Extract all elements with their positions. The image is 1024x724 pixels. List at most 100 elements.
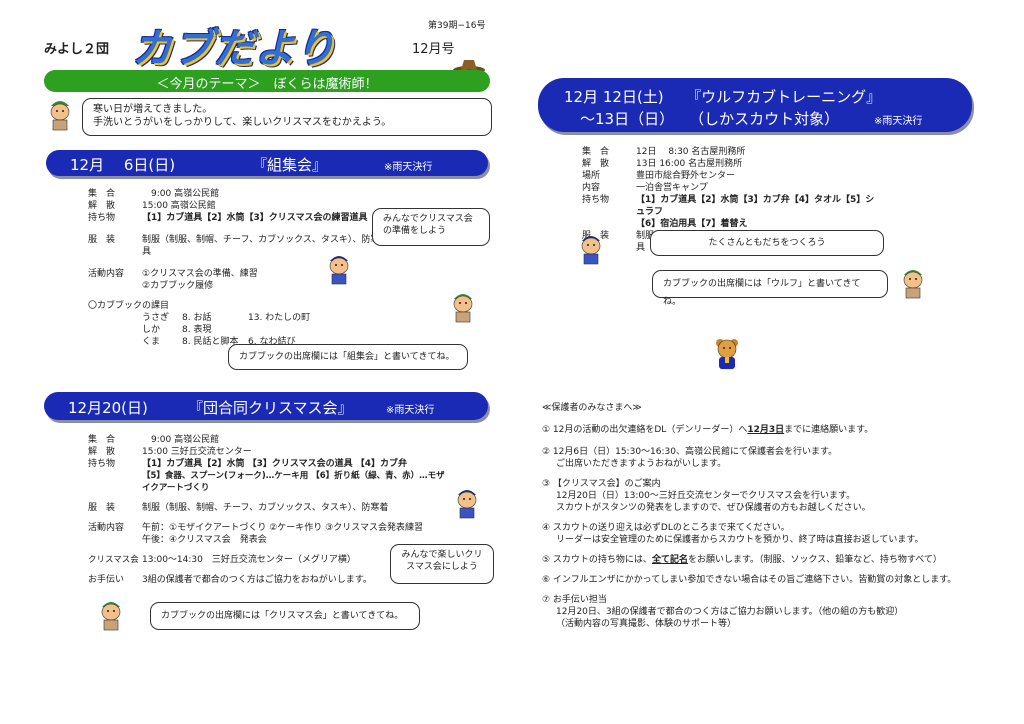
event2-note: カブブックの出席欄には「クリスマス会」と書いてきてね。	[150, 602, 420, 630]
event1-label: 活動内容	[88, 269, 125, 279]
event3-label: 内容	[582, 183, 601, 193]
event1-value: ①クリスマス会の準備、練習	[142, 269, 258, 279]
scout-mascot-icon	[50, 101, 70, 131]
note-3-sub: 12月20日（日）13:00〜三好丘交流センターでクリスマス会を行います。	[556, 491, 856, 501]
event3-value: 12日 8:30 名古屋刑務所	[636, 147, 746, 157]
event1-bubble: みんなでクリスマス会の準備をしよう	[372, 208, 490, 246]
event2-title: 『団合同クリスマス会』	[188, 399, 353, 417]
event1-label: 解 散	[88, 201, 116, 211]
event1-value: 15:00 高嶺公民館	[142, 201, 216, 211]
event2-value: 午後：④クリスマス会 発表会	[142, 535, 267, 545]
scout-mascot-icon	[101, 602, 121, 631]
event1-value: 【1】カブ道具【2】水筒【3】クリスマス会の練習道具	[142, 213, 368, 223]
event2-label: 服 装	[88, 503, 116, 513]
bear-mascot-icon	[716, 339, 738, 369]
event2-label: 集 合	[88, 435, 116, 445]
event2-label: お手伝い	[88, 575, 125, 585]
issue-month: 12月号	[412, 42, 455, 57]
event3-bubble-1: たくさんともだちをつくろう	[650, 230, 884, 256]
note-2: ② 12月6日（日）15:30〜16:30、高嶺公民館にて保護者会を行います。	[542, 447, 838, 457]
badge-item: 8. 表現	[182, 325, 212, 335]
event2-value: 3組の保護者で都合のつく方はご協力をおねがいします。	[142, 575, 372, 585]
badge-rank: しか	[142, 325, 161, 335]
intro-line-2: 手洗いとうがいをしっかりして、楽しいクリスマスをむかえよう。	[93, 117, 392, 128]
note-4-sub: リーダーは安全管理のために保護者からスカウトを預かり、終了時は直接お返しています…	[556, 535, 924, 545]
scout-mascot-icon	[581, 236, 601, 265]
event2-value: 【5】食器、スプーン(フォーク)…ケーキ用 【6】折り紙（緑、青、赤）…モザイク…	[142, 471, 445, 493]
note-7-sub: （活動内容の写真撮影、体験のサポート等）	[556, 619, 737, 629]
event1-rain: ※雨天決行	[384, 162, 433, 173]
note-3-sub: スカウトがスタンツの発表をしますので、ぜひ保護者の方もお越しください。	[556, 503, 871, 513]
group-name: みよし２団	[44, 42, 110, 57]
event2-bubble: みんなで楽しいクリスマス会にしよう	[390, 544, 494, 584]
event3-label: 解 散	[582, 159, 610, 169]
event1-details: 集 合 9:00 高嶺公民館 解 散 15:00 高嶺公民館 持ち物 【1】カブ道具…	[88, 188, 388, 348]
note-1: ① 12月の活動の出欠連絡をDL（デンリーダー）へ	[542, 425, 748, 435]
event2-label: 解 散	[88, 447, 116, 457]
note-5: ⑤ スカウトの持ち物には、	[542, 555, 652, 565]
scout-mascot-icon	[329, 256, 349, 285]
event3-label: 場所	[582, 171, 601, 181]
note-2-sub: ご出席いただきますようおねがいします。	[556, 459, 727, 469]
event3-rain: ※雨天決行	[874, 116, 923, 127]
badge-item: 6. なわ結び	[248, 337, 296, 347]
monthly-theme-bar: ＜今月のテーマ＞ ぼくらは魔術師！	[44, 70, 490, 92]
event2-value: 15:00 三好丘交流センター	[142, 447, 252, 457]
issue-number: 第39期−16号	[428, 21, 486, 31]
badge-rank: うさぎ	[142, 313, 170, 323]
parents-heading: ≪保護者のみなさまへ≫	[542, 403, 642, 413]
event3-value: 13日 16:00 名古屋刑務所	[636, 159, 743, 169]
event3-banner: 12月 12日(土) 『ウルフカブトレーニング』 〜13日（日） （しかスカウト…	[538, 78, 972, 132]
event1-value: 制服（制服、制帽、チーフ、カブソックス、タスキ）、防寒具	[142, 235, 380, 257]
badge-item: 8. 民話と脚本	[182, 337, 239, 347]
event1-label: 服 装	[88, 235, 116, 245]
note-7-sub: 12月20日、3組の保護者で都合のつく方はご協力お願いします。（他の組の方も歓迎…	[556, 607, 904, 617]
intro-bubble: 寒い日が増えてきました。 手洗いとうがいをしっかりして、楽しいクリスマスをむかえ…	[82, 98, 492, 136]
parents-notes: ≪保護者のみなさまへ≫ ① 12月の活動の出欠連絡をDL（デンリーダー）へ12月…	[542, 402, 982, 630]
event2-rain: ※雨天決行	[386, 405, 435, 416]
event2-label: 活動内容	[88, 523, 125, 533]
event1-value: 9:00 高嶺公民館	[142, 189, 220, 199]
event1-value: ②カブブック履修	[142, 281, 214, 291]
scout-mascot-icon	[903, 270, 923, 299]
event1-title: 『組集会』	[252, 156, 328, 174]
event3-bubble-2: カブブックの出席欄には「ウルフ」と書いてきてね。	[652, 270, 888, 307]
event1-label: 持ち物	[88, 213, 116, 223]
note-3: ③ 【クリスマス会】のご案内	[542, 479, 661, 489]
note-4: ④ スカウトの送り迎えは必ずDLのところまで来てください。	[542, 523, 790, 533]
badge-heading: 〇カブブックの課目	[88, 301, 170, 311]
event2-label: クリスマス会	[88, 555, 139, 565]
event1-banner: 12月 6日(日) 『組集会』 ※雨天決行	[46, 150, 488, 176]
event2-value: 【1】カブ道具【2】水筒 【3】クリスマス会の道具 【4】カブ弁	[142, 459, 408, 469]
note-1-deadline: 12月3日	[747, 425, 785, 435]
event2-value: 制服（制服、制帽、チーフ、カブソックス、タスキ）、防寒着	[142, 503, 389, 513]
badge-item: 8. お話	[182, 313, 212, 323]
note-5-tail: をお願いします。（制服、ソックス、鉛筆など、持ち物すべて）	[687, 555, 942, 565]
event1-date: 12月 6日(日)	[70, 156, 176, 174]
note-1-tail: までに連絡願います。	[784, 425, 874, 435]
badge-item: 13. わたしの町	[248, 313, 311, 323]
event1-note: カブブックの出席欄には「組集会」と書いてきてね。	[228, 344, 468, 370]
event3-label: 服 装	[582, 231, 610, 241]
event2-value: 午前：①モザイクアートづくり ②ケーキ作り ③クリスマス会発表練習	[142, 523, 423, 533]
note-6: ⑥ インフルエンザにかかってしまい参加できない場合はその旨ご連絡下さい。皆勤賞の…	[542, 575, 957, 585]
note-5-emphasis: 全て記名	[651, 555, 688, 565]
event3-value: 【1】カブ道具【2】水筒【3】カブ弁【4】タオル【5】シュラフ	[636, 195, 875, 217]
event3-value: 一泊舎営キャンプ	[636, 183, 708, 193]
event3-line1: 12月 12日(土) 『ウルフカブトレーニング』	[564, 88, 882, 106]
event3-value: 豊田市総合野外センター	[636, 171, 736, 181]
event3-value: 【6】宿泊用具【7】着替え	[636, 219, 748, 229]
monthly-theme-text: ＜今月のテーマ＞ ぼくらは魔術師！	[156, 77, 378, 92]
event1-label: 集 合	[88, 189, 116, 199]
scout-mascot-icon	[453, 294, 473, 323]
scout-mascot-icon	[457, 490, 477, 519]
event2-value: 9:00 高嶺公民館	[142, 435, 220, 445]
note-7: ⑦ お手伝い担当	[542, 595, 607, 605]
badge-rank: くま	[142, 337, 161, 347]
event3-label: 集 合	[582, 147, 610, 157]
event2-value: 13:00〜14:30 三好丘交流センター（メグリア横）	[142, 555, 356, 565]
event3-label: 持ち物	[582, 195, 610, 205]
intro-line-1: 寒い日が増えてきました。	[93, 104, 213, 115]
event2-date: 12月20(日)	[68, 399, 148, 417]
